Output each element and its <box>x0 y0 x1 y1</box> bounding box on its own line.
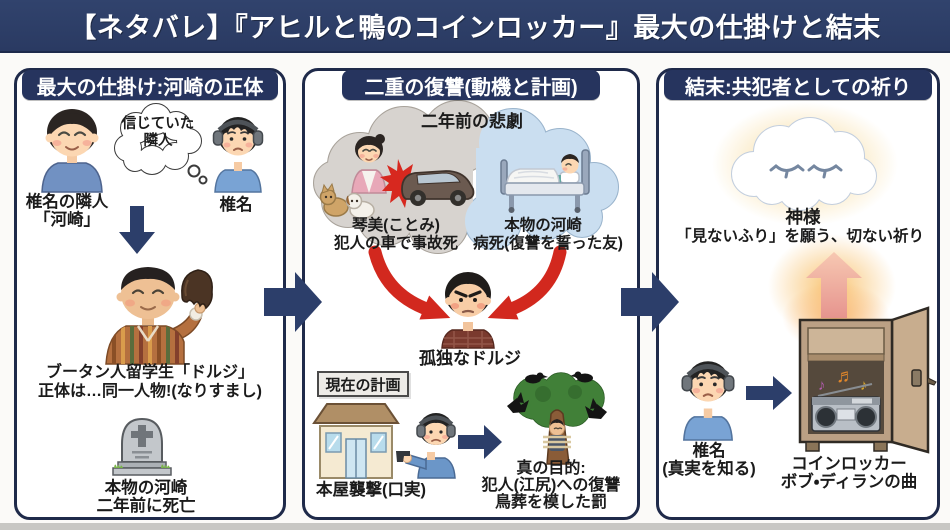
dorji-caption-line2: 正体は…同一人物!(なりすまし) <box>38 383 262 400</box>
prayer-text: 「見ないふり」を願う、切ない祈り <box>675 228 925 245</box>
crow-icon <box>507 392 529 413</box>
shiina-truth-line2: (真実を知る) <box>662 460 756 478</box>
purpose-line1: 真の目的: <box>516 460 586 477</box>
prayer-up-arrow <box>806 252 862 318</box>
angry-dorji-label: 孤独なドルジ <box>419 349 521 368</box>
sky-burial-tree <box>507 371 607 465</box>
cloud-title: 二年前の悲劇 <box>421 112 523 131</box>
arrow-down-icon <box>119 206 155 254</box>
kawasaki-label-line2: 病死(復讐を誓った友) <box>473 235 623 252</box>
arrow-panel2-to-panel3 <box>621 272 679 332</box>
arrow-right-icon-plan <box>458 425 502 459</box>
shiina-truth-line1: 椎名 <box>692 442 726 460</box>
crow-icon <box>570 371 593 383</box>
music-note-icon: ♪ <box>818 377 826 394</box>
shiina-avatar <box>212 117 264 193</box>
plan-badge: 現在の計画 <box>317 371 409 397</box>
bubble-text-line2: 隣人 <box>143 133 173 149</box>
bookstore-icon <box>312 403 400 479</box>
banner-title: 【ネタバレ】『アヒルと鴨のコインロッカー』最大の仕掛けと結末 <box>0 0 950 53</box>
revenge-arrows <box>368 245 567 320</box>
gravestone-icon <box>112 417 172 476</box>
kawasaki-neighbor-avatar <box>41 109 103 193</box>
crow-icon <box>585 398 607 419</box>
shiina-label: 椎名 <box>219 196 253 214</box>
grave-caption-line1: 本物の河崎 <box>104 479 188 497</box>
purpose-line2: 犯人(江尻)への復讐 <box>481 477 621 494</box>
accident-scene <box>319 134 475 220</box>
thought-bubble <box>114 103 208 185</box>
kawasaki-label-line1: 本物の河崎 <box>504 217 582 234</box>
kotomi-label-line2: 犯人の車で事故死 <box>333 235 459 252</box>
music-note-icon: ♬ <box>836 366 855 387</box>
purpose-line3: 鳥葬を模した罰 <box>494 494 608 511</box>
kotomi-label-line1: 琴美(ことみ) <box>352 217 440 234</box>
god-label: 神様 <box>785 207 821 227</box>
shiina-truth-avatar <box>681 361 735 441</box>
locker-label-line1: コインロッカー <box>791 455 907 473</box>
neighbor-label-line2: 「河崎」 <box>34 211 100 229</box>
dorji-caption-line1: ブータン人留学生「ドルジ」 <box>45 364 255 381</box>
angry-dorji-avatar <box>441 272 495 349</box>
coin-locker: ♪ ♬ ♪ <box>798 306 937 454</box>
hospital-bed-scene <box>500 149 590 213</box>
gunman-avatar <box>396 413 456 479</box>
panel-ending-header: 結末:共犯者としての祈り <box>664 70 932 100</box>
arrow-right-icon-locker <box>746 376 792 410</box>
arrow-panel1-to-panel2 <box>264 272 322 332</box>
crow-icon <box>525 372 548 384</box>
closed-eyes-icon <box>769 164 843 179</box>
bubble-text-line1: 信じていた <box>121 116 195 132</box>
dorji-disguise-avatar <box>105 267 213 365</box>
panel-revenge-header: 二重の復讐(動機と計画) <box>342 70 600 100</box>
locker-label-line2: ボブ・ディランの曲 <box>780 473 918 491</box>
neighbor-label-line1: 椎名の隣人 <box>25 193 109 211</box>
panel-trick-header: 最大の仕掛け:河崎の正体 <box>22 70 278 100</box>
grave-caption-line2: 二年前に死亡 <box>96 497 196 515</box>
bottom-strip <box>0 523 950 530</box>
god-cloud <box>731 117 877 211</box>
bookstore-label: 本屋襲撃(口実) <box>316 481 426 499</box>
